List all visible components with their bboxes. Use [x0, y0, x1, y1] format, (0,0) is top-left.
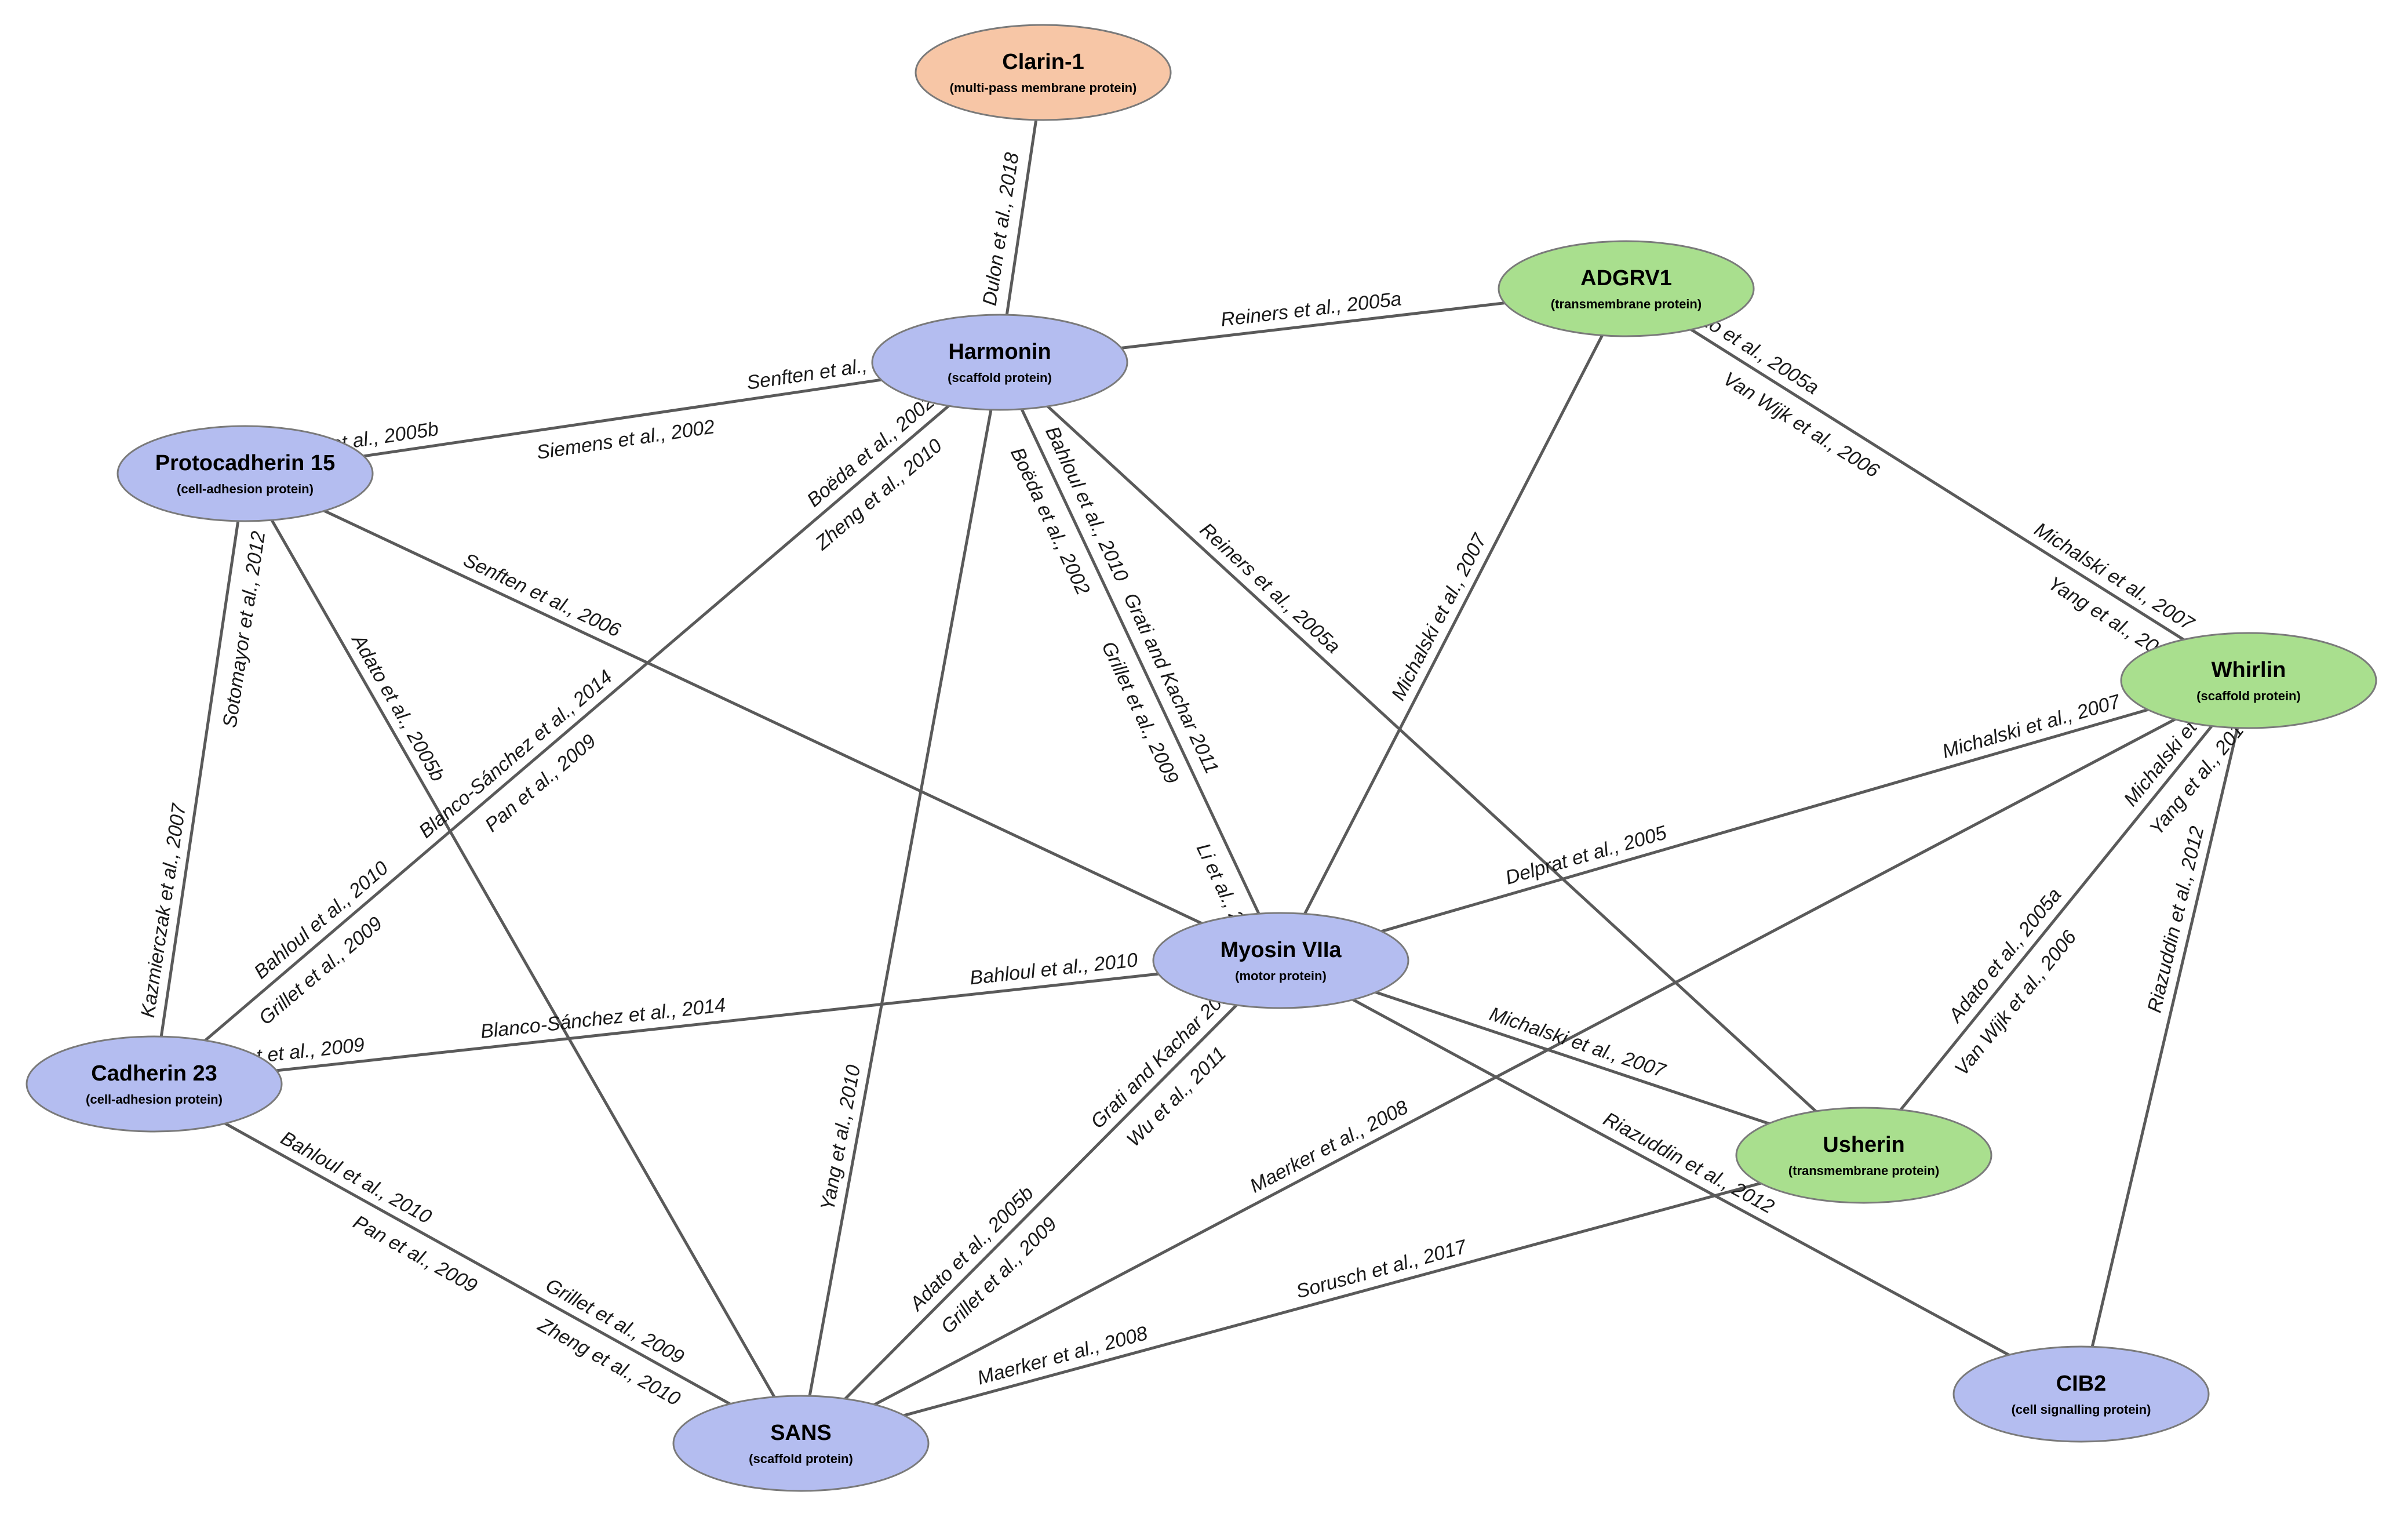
edge-label-cdh23-sans: Bahloul et al., 2010 — [277, 1127, 435, 1228]
edge-myosin-sans — [800, 959, 1282, 1445]
node-name: Clarin-1 — [1002, 50, 1084, 74]
edge-myosin-cib2 — [1280, 959, 2082, 1396]
edge-pcdh15-myosin — [244, 472, 1282, 962]
nodes-layer: Clarin-1 (multi-pass membrane protein) Har… — [25, 24, 2377, 1492]
node-cdh23: Cadherin 23 (cell-adhesion protein) — [25, 1035, 283, 1133]
edge-label-adgrv1-myosin: Michalski et al., 2007 — [1387, 530, 1491, 704]
node-ellipse — [1952, 1345, 2210, 1443]
node-type: (transmembrane protein) — [1788, 1163, 1939, 1178]
node-name: Myosin VIIa — [1220, 938, 1342, 962]
node-usherin: Usherin (transmembrane protein) — [1735, 1107, 1992, 1204]
node-cib2: CIB2 (cell signalling protein) — [1952, 1345, 2210, 1443]
edge-label-cdh23-myosin: Bahloul et al., 2010 — [968, 949, 1139, 989]
node-ellipse — [1152, 912, 1409, 1009]
edge-harmonin-cdh23 — [153, 361, 1001, 1085]
node-ellipse — [25, 1035, 283, 1133]
node-type: (scaffold protein) — [2196, 689, 2301, 703]
edge-cdh23-sans — [153, 1082, 802, 1445]
node-name: Cadherin 23 — [91, 1061, 217, 1086]
node-ellipse — [871, 314, 1128, 411]
node-name: Harmonin — [948, 340, 1051, 364]
edge-pcdh15-sans — [243, 472, 803, 1445]
edge-label-pcdh15-myosin: Senften et al., 2006 — [460, 549, 624, 642]
node-type: (cell signalling protein) — [2012, 1402, 2151, 1417]
node-adgrv1: ADGRV1 (transmembrane protein) — [1498, 240, 1755, 337]
edge-label-pcdh15-sans: Adato et al., 2005b — [347, 630, 449, 785]
edge-label-pcdh15-cdh23: Kazmierczak et al., 2007 — [137, 802, 191, 1019]
node-ellipse — [915, 24, 1172, 121]
node-type: (scaffold protein) — [749, 1451, 853, 1466]
node-name: ADGRV1 — [1580, 266, 1672, 290]
node-type: (cell-adhesion protein) — [177, 482, 314, 496]
node-type: (multi-pass membrane protein) — [950, 81, 1137, 95]
node-ellipse — [2120, 632, 2377, 729]
edges-layer — [152, 72, 2250, 1445]
node-ellipse — [672, 1395, 930, 1492]
node-type: (motor protein) — [1235, 969, 1327, 983]
edge-cdh23-myosin — [154, 959, 1281, 1086]
edge-label-whirlin-myosin: Michalski et al., 2007 — [1940, 690, 2123, 763]
edge-label-harmonin-usherin: Reiners et al., 2005a — [1196, 519, 1345, 658]
edge-label-pcdh15-harmonin: Siemens et al., 2002 — [535, 416, 716, 464]
edge-label-whirlin-sans: Maerker et al., 2008 — [1247, 1096, 1412, 1198]
edge-usherin-sans — [800, 1154, 1864, 1445]
edge-whirlin-myosin — [1280, 679, 2249, 962]
edge-label-myosin-usherin: Michalski et al., 2007 — [1487, 1003, 1669, 1082]
node-sans: SANS (scaffold protein) — [672, 1395, 930, 1492]
node-type: (scaffold protein) — [948, 370, 1052, 385]
node-ellipse — [1498, 240, 1755, 337]
edge-label-clarin1-harmonin: Dulon et al., 2018 — [979, 151, 1023, 307]
edge-harmonin-sans — [799, 362, 1001, 1444]
node-harmonin: Harmonin (scaffold protein) — [871, 314, 1128, 411]
edge-adgrv1-myosin — [1279, 288, 1628, 962]
node-name: CIB2 — [2056, 1372, 2107, 1396]
edge-whirlin-usherin — [1863, 679, 2250, 1156]
node-clarin1: Clarin-1 (multi-pass membrane protein) — [915, 24, 1172, 121]
node-name: Protocadherin 15 — [155, 451, 335, 475]
node-name: Whirlin — [2212, 658, 2286, 682]
edge-adgrv1-whirlin — [1625, 287, 2250, 682]
node-ellipse — [1735, 1107, 1992, 1204]
edge-harmonin-myosin — [998, 361, 1283, 962]
edge-myosin-usherin — [1280, 959, 1864, 1157]
edge-pcdh15-harmonin — [245, 361, 1000, 475]
edge-label-pcdh15-cdh23: Sotomayor et al., 2012 — [218, 530, 269, 729]
node-type: (cell-adhesion protein) — [86, 1092, 223, 1107]
node-name: SANS — [770, 1421, 832, 1445]
node-ellipse — [116, 425, 374, 522]
node-pcdh15: Protocadherin 15 (cell-adhesion protein) — [116, 425, 374, 522]
edge-whirlin-cib2 — [2079, 680, 2250, 1395]
node-myosin: Myosin VIIa (motor protein) — [1152, 912, 1409, 1009]
edge-whirlin-sans — [800, 679, 2250, 1445]
edge-harmonin-usherin — [999, 361, 1865, 1156]
edge-label-myosin-sans: Wu et al., 2011 — [1123, 1042, 1230, 1151]
node-whirlin: Whirlin (scaffold protein) — [2120, 632, 2377, 729]
edge-pcdh15-cdh23 — [152, 473, 247, 1085]
node-type: (transmembrane protein) — [1551, 297, 1702, 311]
node-name: Usherin — [1823, 1133, 1904, 1157]
